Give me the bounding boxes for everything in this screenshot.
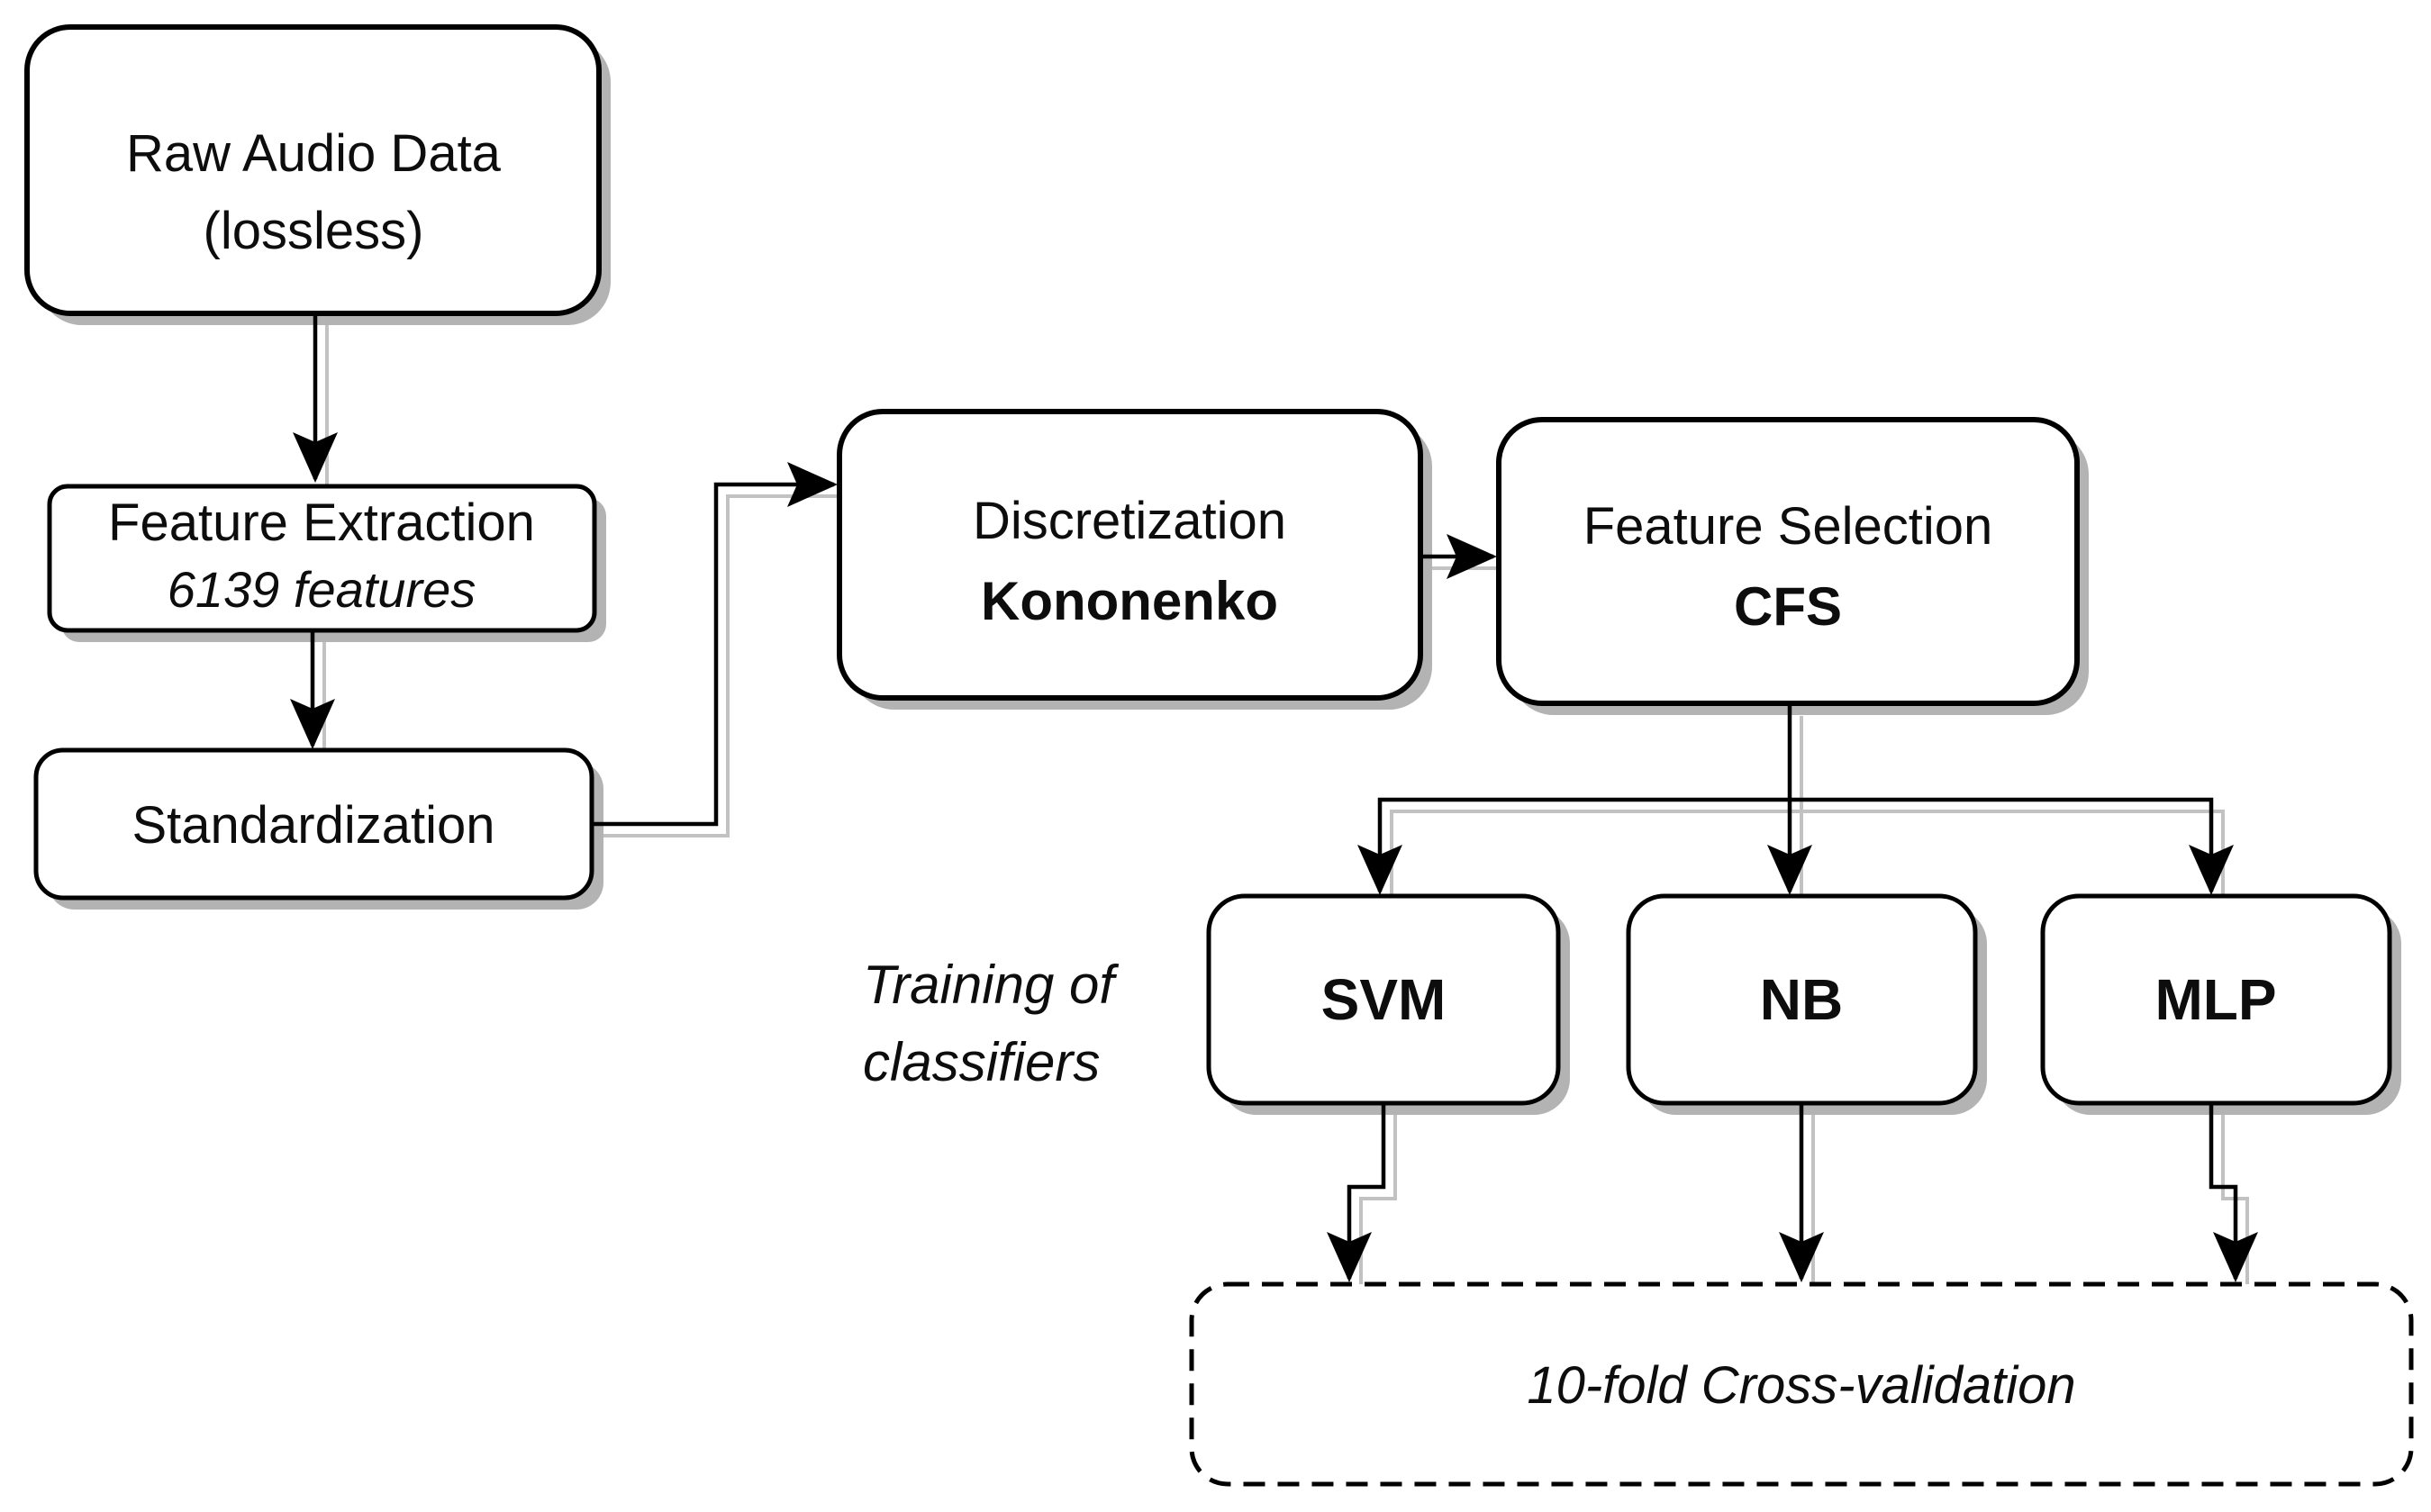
feature-extraction-label-line2: 6139 features [168, 561, 476, 618]
training-label-line1: Training of [863, 955, 1119, 1015]
arrow-mlp-to-crossvalidation [2209, 1103, 2258, 1282]
standardization-box [33, 747, 594, 901]
node-raw-audio: Raw Audio Data (lossless) [24, 24, 602, 316]
annotation-training-of-classifiers: Training of classifiers [863, 955, 1119, 1092]
nb-label: NB [1760, 967, 1843, 1032]
cross-validation-label: 10-fold Cross-validation [1527, 1356, 2075, 1415]
discretization-label-line1: Discretization [973, 492, 1286, 550]
node-feature-extraction: Feature Extraction 6139 features [47, 484, 597, 633]
feature-extraction-label-line1: Feature Extraction [108, 493, 535, 552]
feature-selection-label-line2: CFS [1734, 576, 1842, 637]
discretization-label-line2: Kononenko [981, 571, 1278, 631]
node-discretization: Discretization Kononenko [837, 409, 1423, 701]
arrow-selection-to-svm [1357, 797, 1790, 895]
svm-label: SVM [1321, 967, 1447, 1032]
arrow-selection-to-mlp [1790, 797, 2234, 895]
raw-audio-label-line1: Raw Audio Data [126, 124, 502, 183]
mlp-label: MLP [2154, 967, 2276, 1032]
cross-validation-box [1189, 1281, 2414, 1487]
raw-audio-box [24, 24, 602, 316]
standardization-label: Standardization [132, 796, 494, 855]
training-label-line2: classifiers [863, 1032, 1100, 1092]
discretization-box [837, 409, 1423, 701]
feature-selection-box [1496, 417, 2080, 706]
node-mlp: MLP [2040, 893, 2392, 1106]
node-svm: SVM [1206, 893, 1561, 1106]
nb-box [1626, 893, 1978, 1106]
edges [290, 313, 2258, 1282]
raw-audio-label-line2: (lossless) [204, 202, 424, 260]
feature-extraction-box [47, 484, 597, 633]
svm-box [1206, 893, 1561, 1106]
arrow-svm-to-crossvalidation [1327, 1103, 1386, 1282]
feature-selection-label-line1: Feature Selection [1583, 497, 1993, 556]
node-feature-selection: Feature Selection CFS [1496, 417, 2080, 706]
node-standardization: Standardization [33, 747, 594, 901]
arrow-standardization-to-discretization [592, 462, 838, 827]
node-cross-validation: 10-fold Cross-validation [1189, 1281, 2414, 1487]
node-nb: NB [1626, 893, 1978, 1106]
mlp-box [2040, 893, 2392, 1106]
